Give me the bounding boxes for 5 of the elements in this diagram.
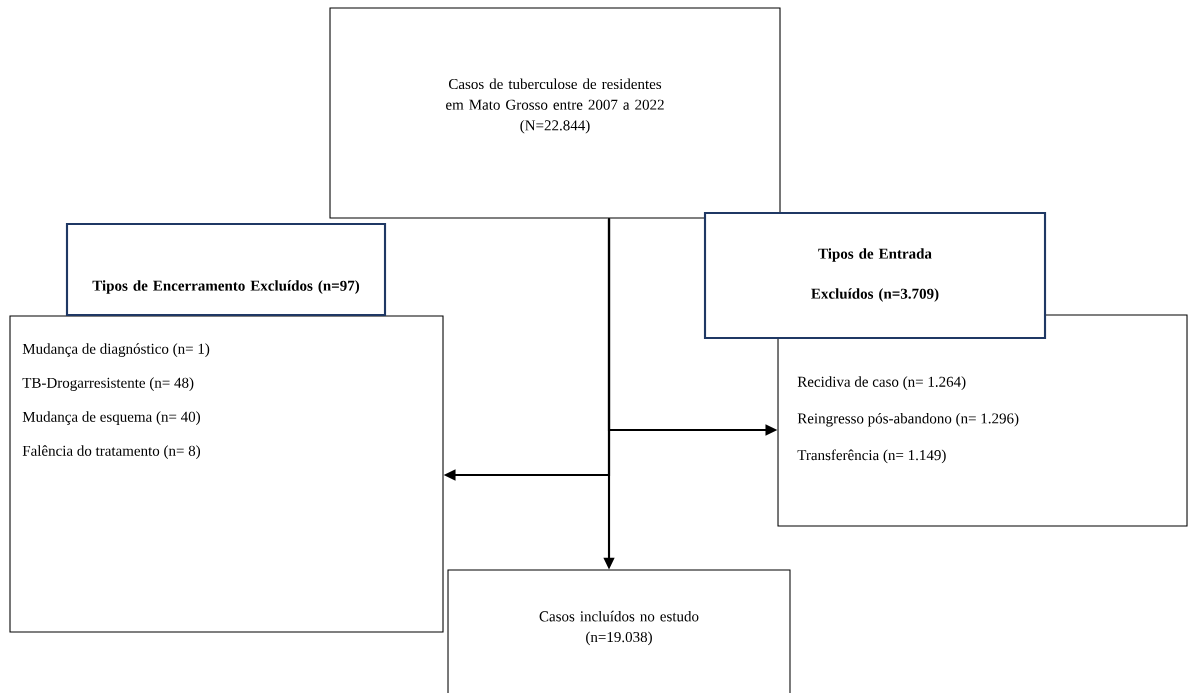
- header-box: Tipos de Entrada Excluídos (n=3.709): [703, 211, 1047, 340]
- open-box: Casos incluídos no estudo (n=19.038): [447, 569, 791, 693]
- flow-box: Casos de tuberculose de residentes em Mato Grosso entre 2007 a 2022 (N=22.844): [329, 7, 781, 219]
- list-box: Recidiva de caso (n= 1.264) Reingresso pós-abandono (n= 1.296) Transferência (n= 1.149): [777, 314, 1188, 527]
- header-box: Tipos de Encerramento Excluídos (n=97): [65, 222, 387, 317]
